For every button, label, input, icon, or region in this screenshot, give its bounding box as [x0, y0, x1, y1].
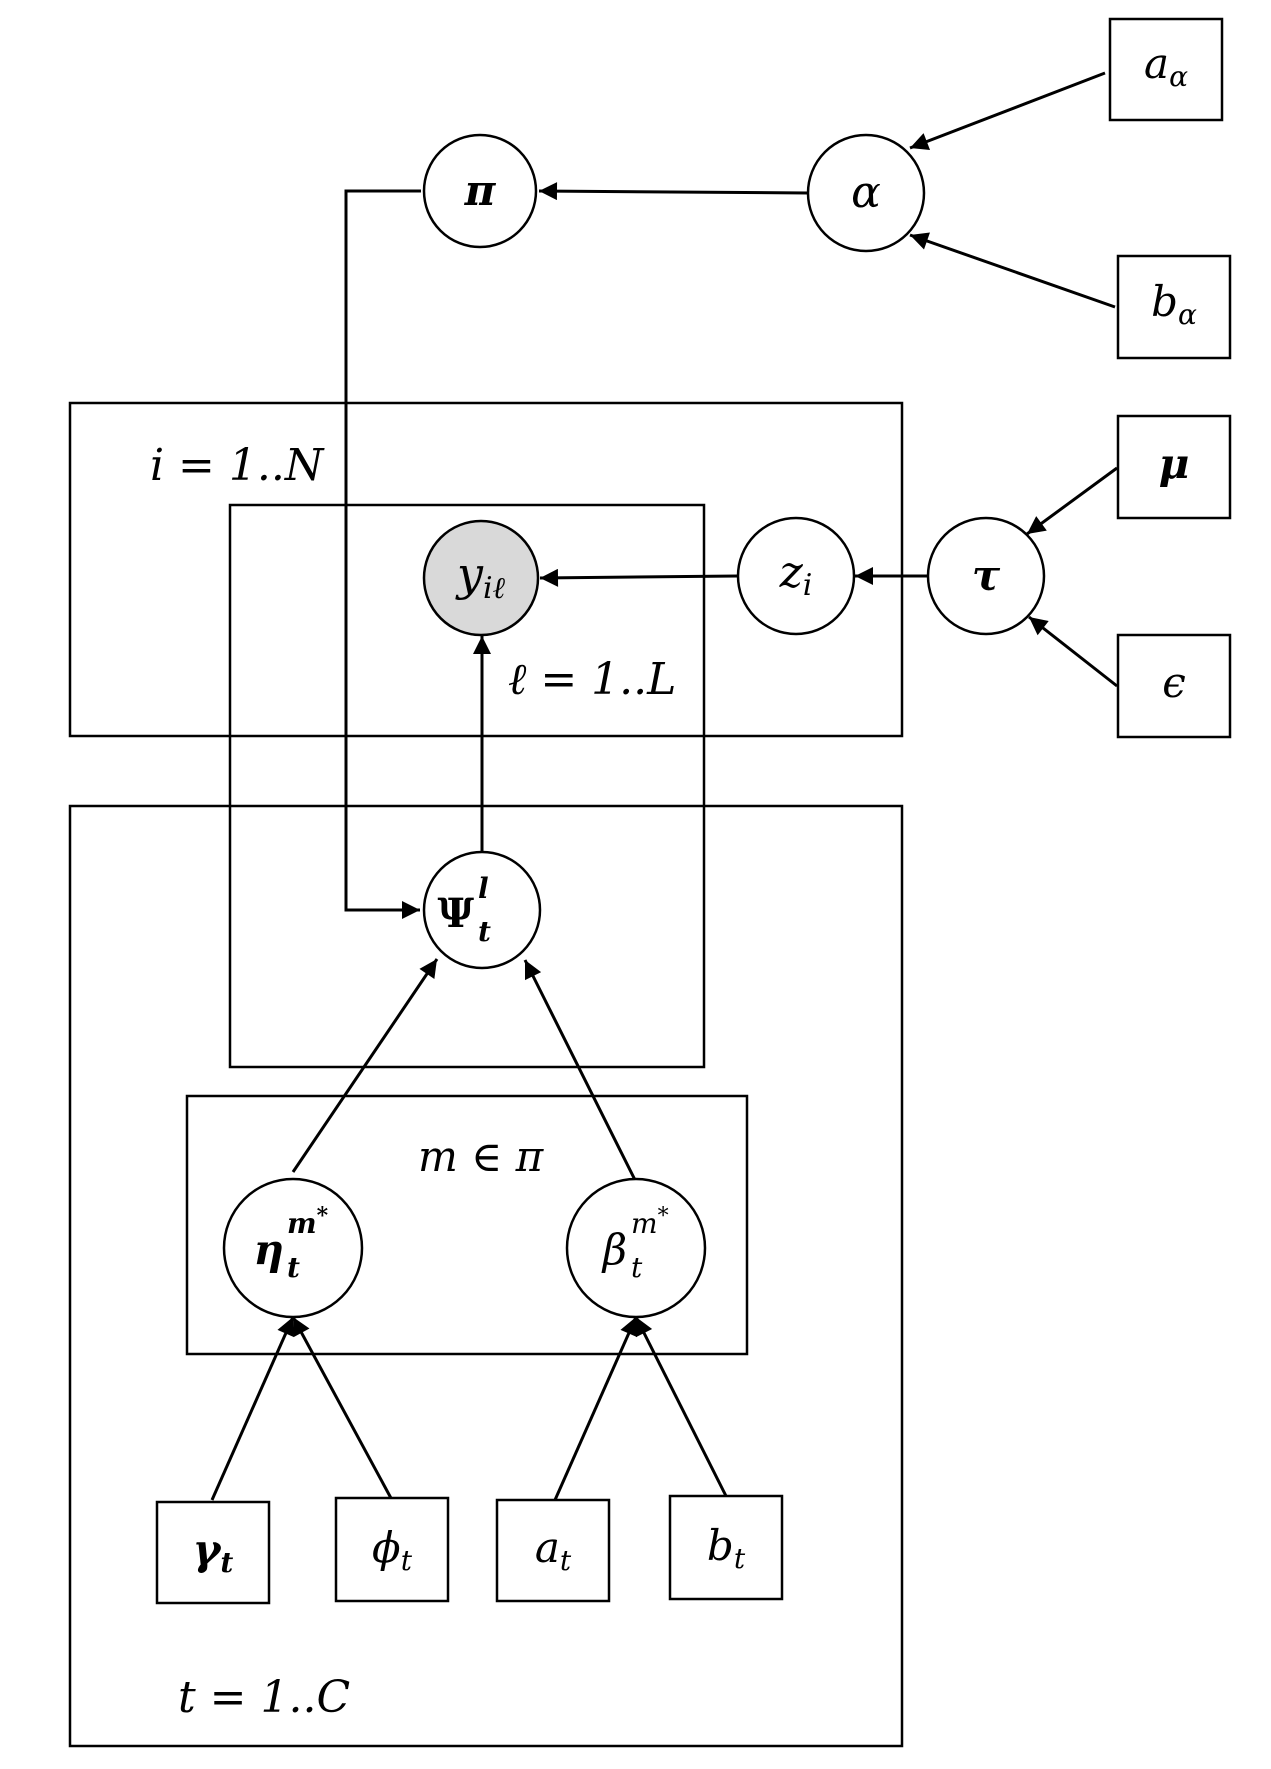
label-epsilon: ϵ — [1162, 658, 1186, 707]
label-beta-base: β — [601, 1225, 627, 1274]
label-phi: ϕt — [372, 1523, 413, 1577]
label-alpha: α — [851, 167, 881, 218]
node-pi — [422, 133, 538, 249]
node-alpha — [806, 133, 926, 253]
edge-epsilon-tau — [1028, 615, 1118, 688]
label-psi-sup: l — [478, 872, 489, 905]
label-b-t: bt — [707, 1521, 746, 1575]
plate-t — [68, 804, 904, 1748]
edge-eta-psi — [291, 958, 439, 1173]
label-psi-base: Ψ — [437, 890, 474, 937]
node-psi — [422, 850, 542, 970]
node-eta — [222, 1177, 364, 1319]
box-a-alpha — [1108, 17, 1224, 122]
plate-label-t: t = 1..C — [178, 1672, 350, 1723]
label-eta-sub: t — [287, 1251, 300, 1284]
node-tau — [926, 516, 1046, 636]
label-gamma: γt — [193, 1525, 234, 1579]
edge-aalpha-alpha — [909, 71, 1106, 150]
node-y-observed — [422, 519, 540, 637]
plate-label-l: ℓ = 1..L — [508, 654, 676, 705]
plate-label-m: m ∈ π — [418, 1132, 545, 1181]
box-b-alpha — [1116, 254, 1232, 360]
label-tau: τ — [972, 551, 1001, 600]
box-mu — [1116, 414, 1232, 520]
box-phi — [334, 1496, 450, 1603]
edge-gamma-eta — [210, 1316, 295, 1501]
label-b-alpha: bα — [1151, 277, 1197, 331]
edge-balpha-alpha — [909, 232, 1116, 309]
edge-at-beta — [553, 1316, 638, 1501]
plate-m — [185, 1094, 749, 1356]
edge-phi-eta — [291, 1316, 394, 1501]
edge-alpha-pi — [538, 182, 809, 201]
plate-label-i: i = 1..N — [150, 440, 325, 491]
plate-i — [68, 401, 904, 738]
edge-mu-tau — [1026, 466, 1118, 536]
edge-beta-psi — [523, 959, 638, 1183]
label-mu: μ — [1159, 439, 1190, 488]
edge-pi-psi — [344, 189, 421, 919]
box-b-t — [668, 1494, 784, 1601]
label-psi-sub: t — [478, 915, 491, 948]
label-beta-sup: m* — [631, 1204, 669, 1240]
box-a-t — [495, 1498, 611, 1603]
label-a-alpha: aα — [1144, 39, 1188, 93]
box-epsilon — [1116, 633, 1232, 739]
label-beta-sub: t — [631, 1251, 643, 1284]
edge-z-y — [539, 568, 739, 587]
node-z — [736, 516, 856, 636]
node-beta — [565, 1177, 707, 1319]
label-y: yiℓ — [455, 547, 506, 606]
box-gamma — [155, 1500, 271, 1605]
label-z: zi — [779, 547, 813, 603]
plate-l — [228, 503, 706, 1069]
label-eta-base: η — [253, 1225, 284, 1274]
label-eta-sup: m* — [287, 1203, 329, 1240]
label-a-t: at — [535, 1523, 572, 1577]
label-pi: π — [464, 166, 497, 215]
edge-bt-beta — [634, 1316, 728, 1497]
